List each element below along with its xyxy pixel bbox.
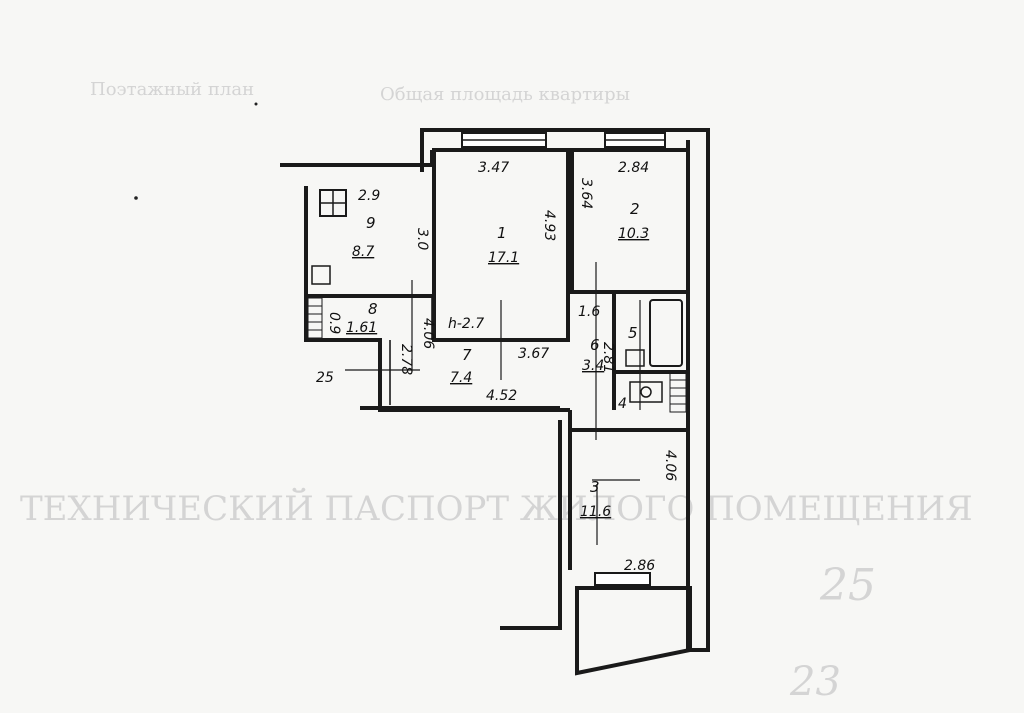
bathtub-icon xyxy=(649,299,683,367)
room-9-width: 2.9 xyxy=(358,188,380,204)
ghost-text-5: 23 xyxy=(789,659,841,705)
room-3-length: 4.06 xyxy=(662,450,678,481)
hall-dim-367: 3.67 xyxy=(518,346,549,362)
stray-dot xyxy=(254,102,258,106)
room-3-area: 11.6 xyxy=(580,504,611,520)
windows xyxy=(461,132,666,586)
ceiling-height: h-2.7 xyxy=(448,316,484,332)
ghost-text-2: Поэтажный план xyxy=(90,79,254,100)
toilet-icon xyxy=(629,381,663,403)
room-7-width: 2.78 xyxy=(398,344,414,375)
dimension-lines xyxy=(345,262,641,545)
room-2-area: 10.3 xyxy=(618,226,649,242)
room-6-width: 1.6 xyxy=(578,304,600,320)
fixtures xyxy=(311,189,683,403)
room-6-length: 2.81 xyxy=(600,342,616,373)
room-5-number: 5 xyxy=(628,324,638,342)
room-2-width: 2.84 xyxy=(618,160,649,176)
room-9-number: 9 xyxy=(366,214,376,232)
label-25: 25 xyxy=(316,370,334,386)
hatched-partitions xyxy=(307,297,687,413)
room-2-length: 3.64 xyxy=(578,178,594,209)
room-7-area: 7.4 xyxy=(450,370,472,386)
room-1-length: 4.93 xyxy=(541,210,557,241)
room-9-length: 3.0 xyxy=(414,228,430,250)
room-6-number: 6 xyxy=(590,336,600,354)
ghost-text-1: Общая площадь квартиры xyxy=(380,84,630,105)
room-2-number: 2 xyxy=(630,200,640,218)
room-3-width: 2.86 xyxy=(624,558,655,574)
sink-icon xyxy=(311,265,331,285)
room-7-number: 7 xyxy=(462,346,472,364)
room-1-number: 1 xyxy=(497,224,507,242)
room-6-area: 3.4 xyxy=(582,358,604,374)
washbasin-icon xyxy=(625,349,645,367)
room-8-area: 1.61 xyxy=(346,320,377,336)
room-8-number: 8 xyxy=(368,300,378,318)
room-8-width: 0.9 xyxy=(326,312,342,334)
ghost-text-4: 25 xyxy=(819,560,876,611)
room-1-area: 17.1 xyxy=(488,250,519,266)
label-4: 4 xyxy=(618,396,627,412)
ghost-text-3: ТЕХНИЧЕСКИЙ ПАСПОРТ ЖИЛОГО ПОМЕЩЕНИЯ xyxy=(20,487,973,529)
room-7-length: 4.52 xyxy=(486,388,517,404)
stray-dot xyxy=(134,196,138,200)
room-9-area: 8.7 xyxy=(352,244,374,260)
room-1-width: 3.47 xyxy=(478,160,509,176)
hall-dim-406: 4.06 xyxy=(420,318,436,349)
room-3-number: 3 xyxy=(590,478,600,496)
